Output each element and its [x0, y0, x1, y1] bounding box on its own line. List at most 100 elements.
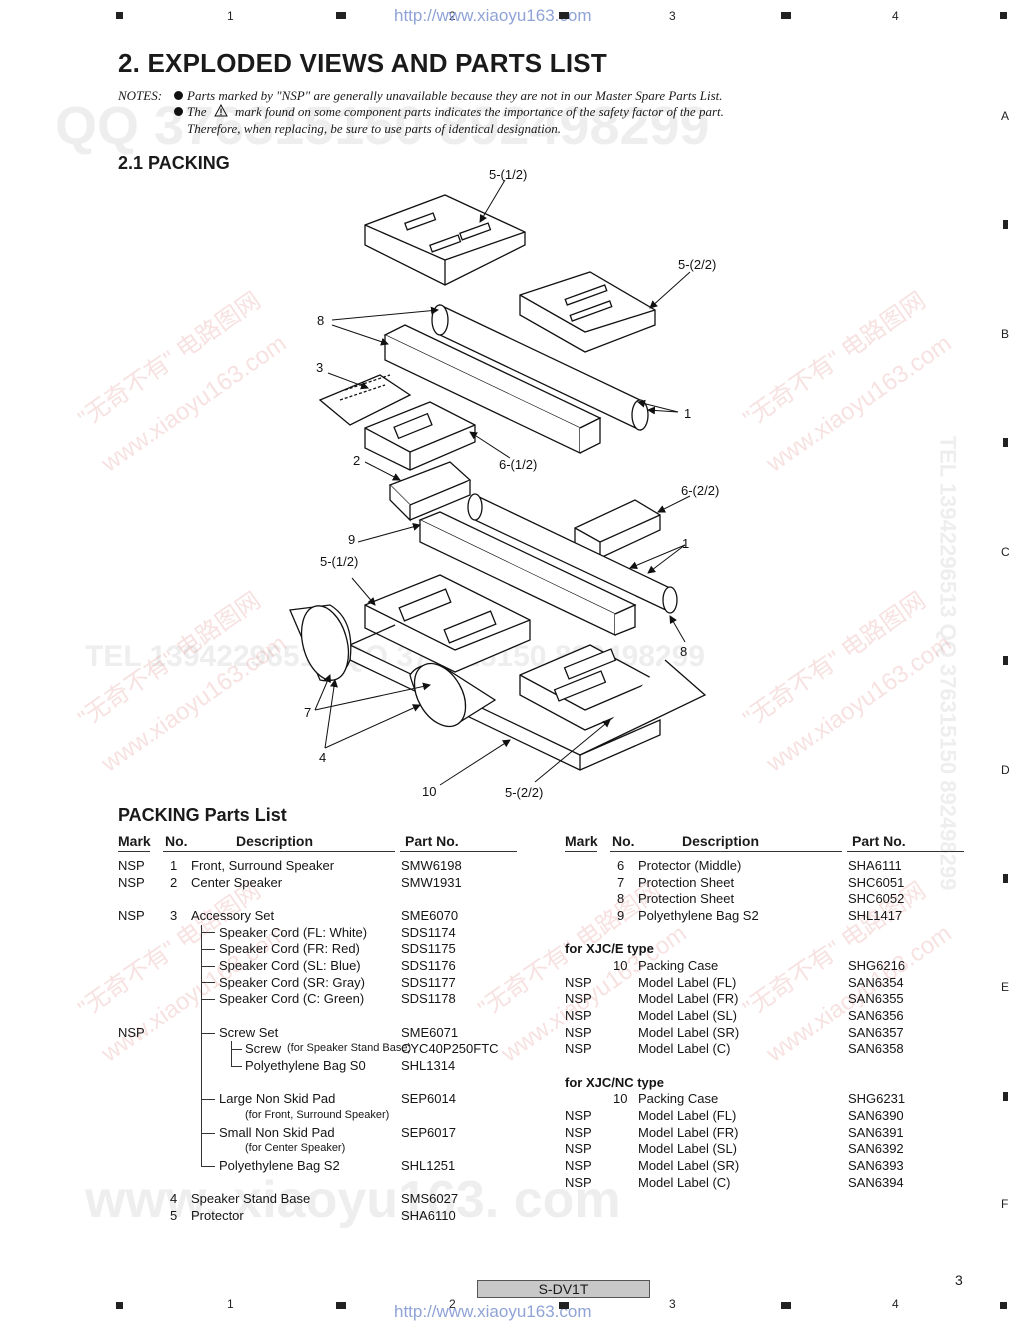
callout-9: 9: [348, 532, 356, 547]
row-description: Large Non Skid Pad: [219, 1091, 336, 1106]
ruler-square: [116, 12, 123, 19]
speaker-stand-right: [409, 662, 497, 728]
ruler-square: [1000, 12, 1007, 19]
row-part-number: SHG6231: [848, 1091, 906, 1106]
row-letter-b: B: [1001, 327, 1010, 341]
bullet-icon: [174, 107, 183, 116]
row-description: Model Label (SL): [638, 1141, 737, 1156]
row-description: Model Label (C): [638, 1175, 731, 1190]
callout-2: 2: [353, 453, 361, 468]
col-number-4: 4: [892, 9, 899, 23]
left-header-rule: [163, 851, 395, 852]
row-description: Model Label (FR): [638, 1125, 739, 1140]
ruler-square: [1000, 1302, 1007, 1309]
row-letter-d: D: [1001, 763, 1010, 777]
row-description: Model Label (SL): [638, 1008, 737, 1023]
row-mark: NSP: [565, 1158, 592, 1173]
row-number: 6: [617, 858, 625, 873]
left-header-no: No.: [165, 833, 188, 849]
row-description: Model Label (FL): [638, 1108, 737, 1123]
row-mark: NSP: [565, 1025, 592, 1040]
right-header-mark: Mark: [565, 833, 598, 849]
row-description: Model Label (C): [638, 1041, 731, 1056]
callout-1-top: 1: [684, 406, 692, 421]
row-number: 10: [613, 958, 628, 973]
row-mark: NSP: [118, 875, 145, 890]
row-part-number: SHA6110: [401, 1208, 456, 1223]
col-number-2: 2: [449, 9, 456, 23]
row-number: 8: [617, 891, 625, 906]
row-number: 4: [170, 1191, 178, 1206]
col-number-3-bottom: 3: [669, 1297, 676, 1311]
row-part-number: SME6071: [401, 1025, 459, 1040]
protector-tray-left: [364, 574, 531, 673]
row-mark: NSP: [565, 1141, 592, 1156]
row-mark: NSP: [118, 908, 145, 923]
row-part-number: SAN6355: [848, 991, 904, 1006]
row-number: 9: [617, 908, 625, 923]
row-number: 7: [617, 875, 625, 890]
row-description: Center Speaker: [191, 875, 283, 890]
row-description: Model Label (FL): [638, 975, 737, 990]
callout-3: 3: [316, 360, 324, 375]
row-description: Model Label (SR): [638, 1025, 740, 1040]
row-part-number: SHL1251: [401, 1158, 456, 1173]
packing-case: [349, 624, 707, 771]
row-part-number: SAN6390: [848, 1108, 904, 1123]
row-part-number: SMS6027: [401, 1191, 459, 1206]
col-number-4-bottom: 4: [892, 1297, 899, 1311]
tree-line: [201, 932, 215, 933]
col-number-3: 3: [669, 9, 676, 23]
packing-exploded-diagram: [289, 180, 707, 786]
callout-6-1-2: 6-(1/2): [499, 457, 538, 472]
speaker-box-upper: [383, 324, 602, 455]
right-header-description: Description: [682, 833, 760, 849]
ruler-square: [116, 1302, 123, 1309]
protector-top-left: [364, 194, 526, 286]
left-header-rule: [118, 851, 150, 852]
row-description: Polyethylene Bag S2: [638, 908, 759, 923]
callout-10: 10: [422, 784, 437, 799]
row-part-number: SHL1417: [848, 908, 903, 923]
tree-line: [231, 1066, 242, 1067]
row-part-number: SMW6198: [401, 858, 462, 873]
row-description: Packing Case: [638, 1091, 719, 1106]
tree-line: [231, 1049, 242, 1050]
row-marker: [1003, 874, 1008, 883]
left-header-part-no: Part No.: [405, 833, 459, 849]
row-part-number: SAN6356: [848, 1008, 904, 1023]
row-description: Speaker Cord (SR: Gray): [219, 975, 365, 990]
right-header-rule: [565, 851, 597, 852]
left-header-rule: [400, 851, 517, 852]
row-description: Speaker Cord (FR: Red): [219, 941, 360, 956]
note-text-1: Parts marked by "NSP" are generally unav…: [187, 88, 723, 103]
footer-url[interactable]: http://www.xiaoyu163.com: [394, 1302, 592, 1321]
bullet-icon: [174, 91, 183, 100]
row-number: 3: [170, 908, 178, 923]
row-letter-f: F: [1001, 1197, 1009, 1211]
row-part-number: SDS1178: [401, 991, 456, 1006]
row-mark: NSP: [565, 975, 592, 990]
row-mark: NSP: [118, 858, 145, 873]
row-part-number: SHG6216: [848, 958, 906, 973]
ruler-square: [336, 1302, 346, 1309]
right-header-rule: [610, 851, 842, 852]
right-header-rule: [847, 851, 964, 852]
row-part-number: CYC40P250FTC: [401, 1041, 499, 1056]
row-description: Model Label (SR): [638, 1158, 740, 1173]
row-mark: NSP: [565, 1008, 592, 1023]
row-description: Polyethylene Bag S2: [219, 1158, 340, 1173]
left-header-description: Description: [236, 833, 314, 849]
row-description: Protector: [191, 1208, 244, 1223]
tree-line: [201, 949, 215, 950]
right-header-part-no: Part No.: [852, 833, 906, 849]
protector-middle-upper: [364, 401, 476, 471]
row-description: (for Center Speaker): [245, 1142, 346, 1154]
protector-top-right: [519, 271, 656, 353]
row-letter-c: C: [1001, 545, 1010, 559]
row-part-number: SHL1314: [401, 1058, 456, 1073]
right-header-no: No.: [612, 833, 635, 849]
header-url[interactable]: http://www.xiaoyu163.com: [394, 6, 592, 25]
ruler-square: [559, 12, 569, 19]
protector-tray-right: [519, 644, 656, 731]
